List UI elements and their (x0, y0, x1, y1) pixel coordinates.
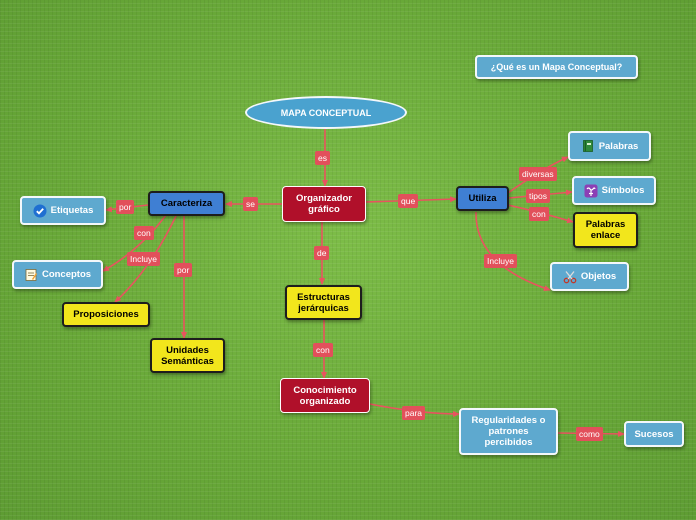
node-unidades-semanticas[interactable]: Unidades Semánticas (150, 338, 225, 373)
node-conocimiento-organizado[interactable]: Conocimiento organizado (280, 378, 370, 413)
node-caracteriza[interactable]: Caracteriza (148, 191, 225, 216)
node-objetos-label: Objetos (580, 271, 617, 282)
node-etiquetas[interactable]: Etiquetas (20, 196, 106, 225)
green-book-icon (581, 139, 595, 153)
link-label-con-enlace: con (529, 207, 549, 221)
scissors-icon (563, 270, 577, 284)
node-etiquetas-label: Etiquetas (50, 205, 94, 216)
node-sucesos[interactable]: Sucesos (624, 421, 684, 447)
node-palabras-enlace[interactable]: Palabras enlace (573, 212, 638, 248)
node-palabras[interactable]: Palabras (568, 131, 651, 161)
node-proposiciones[interactable]: Proposiciones (62, 302, 150, 327)
edge-utiliza-objetos (475, 211, 551, 291)
edge-caracteriza-conceptos (102, 214, 167, 272)
link-label-es: es (315, 151, 330, 165)
link-label-por-etiquetas: por (116, 200, 135, 214)
notepad-icon (24, 268, 38, 282)
link-label-tipos: tipos (526, 189, 550, 203)
node-conceptos-label: Conceptos (41, 269, 92, 280)
node-simbolos-label: Símbolos (601, 185, 645, 196)
what-is-concept-map-button[interactable]: ¿Qué es un Mapa Conceptual? (475, 55, 638, 79)
link-label-se: se (243, 197, 258, 211)
link-label-con-conceptos: con (134, 226, 154, 240)
link-label-incluye-objetos: Incluye (484, 254, 517, 268)
ophiuchus-symbol-icon (584, 184, 598, 198)
link-label-de: de (314, 246, 330, 260)
node-organizador-grafico[interactable]: Organizador gráfico (282, 186, 366, 222)
node-regularidades[interactable]: Regularidades o patrones percibidos (459, 408, 558, 455)
node-simbolos[interactable]: Símbolos (572, 176, 656, 205)
node-palabras-label: Palabras (598, 140, 639, 152)
link-label-que: que (398, 194, 419, 208)
check-circle-icon (33, 204, 47, 218)
link-label-diversas: diversas (519, 167, 557, 181)
link-label-incluye-proposiciones: Incluye (127, 252, 160, 266)
link-label-para: para (402, 406, 426, 420)
link-label-como: como (576, 427, 603, 441)
node-mapa-conceptual[interactable]: MAPA CONCEPTUAL (245, 96, 407, 129)
node-utiliza[interactable]: Utiliza (456, 186, 509, 211)
node-objetos[interactable]: Objetos (550, 262, 629, 291)
node-conceptos[interactable]: Conceptos (12, 260, 103, 289)
link-label-por-unidades: por (174, 263, 193, 277)
node-estructuras-jerarquicas[interactable]: Estructuras jerárquicas (285, 285, 362, 320)
link-label-con-estructuras: con (313, 343, 333, 357)
